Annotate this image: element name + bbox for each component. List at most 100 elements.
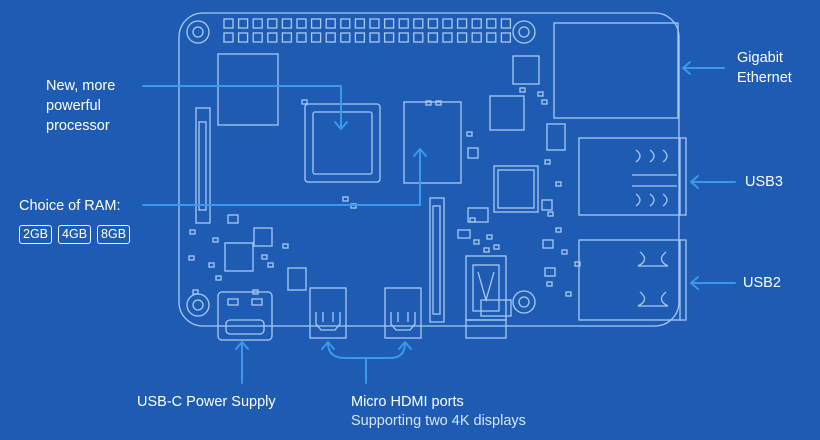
- gpio-pin: [252, 18, 263, 29]
- gpio-pin: [325, 32, 336, 43]
- smd-component: [483, 247, 490, 253]
- gpio-pin: [471, 18, 482, 29]
- gpio-pin: [413, 18, 424, 29]
- gpio-pin: [252, 32, 263, 43]
- smd-component: [519, 87, 526, 93]
- processor-leader: [142, 85, 342, 129]
- hdmi-subtitle: Supporting two 4K displays: [351, 413, 526, 429]
- smd-component: [188, 255, 195, 261]
- ethernet-label: Gigabit Ethernet: [737, 48, 817, 88]
- gpio-pin: [471, 32, 482, 43]
- ram-option-4gb: 4GB: [58, 225, 92, 244]
- ram-option-8gb: 8GB: [97, 225, 131, 244]
- usb3-ports: [578, 137, 687, 216]
- gpio-pin: [456, 18, 468, 29]
- smd-component: [541, 99, 548, 105]
- mounting-holes: [186, 20, 536, 317]
- ram-leader: [142, 149, 421, 206]
- smd-component: [301, 99, 308, 105]
- power-label: USB-C Power Supply: [137, 394, 276, 410]
- gpio-header: [223, 18, 512, 43]
- smd-component: [544, 159, 551, 165]
- smd-component: [342, 196, 349, 202]
- ethernet-label-line: Ethernet: [737, 70, 792, 86]
- smd-component: [215, 275, 222, 281]
- ram-options: 2GB 4GB 8GB: [19, 225, 131, 244]
- smd-component: [267, 262, 274, 268]
- processor-label: New, more powerful processor: [46, 76, 156, 136]
- usb2-ports: [578, 239, 687, 321]
- smd-component: [473, 239, 480, 245]
- smd-component: [493, 244, 500, 250]
- gpio-pin: [296, 32, 307, 43]
- gpio-pin: [500, 18, 512, 29]
- audio-jack: [465, 255, 507, 339]
- smd-component: [189, 229, 196, 235]
- gpio-pin: [223, 32, 234, 43]
- gpio-pin: [354, 32, 366, 43]
- gpio-pin: [310, 32, 322, 43]
- gpio-pin: [398, 18, 409, 29]
- smd-component: [208, 262, 215, 268]
- smd-component: [555, 181, 562, 187]
- gpio-pin: [413, 32, 424, 43]
- smd-component: [466, 131, 473, 137]
- gpio-pin: [486, 18, 497, 29]
- board-outline: [178, 12, 680, 327]
- smd-component: [212, 237, 219, 243]
- micro-hdmi-port-1: [384, 287, 422, 339]
- gpio-pin: [340, 18, 351, 29]
- processor-chip: [304, 103, 381, 183]
- gpio-pin: [223, 18, 234, 29]
- smd-component: [537, 91, 544, 97]
- smd-component: [565, 291, 572, 297]
- smd-component: [469, 217, 476, 223]
- micro-hdmi-port-0: [309, 287, 347, 339]
- gpio-pin: [281, 18, 293, 29]
- gpio-pin: [369, 18, 380, 29]
- gpio-pin: [427, 32, 439, 43]
- gpio-pin: [281, 32, 293, 43]
- gpio-pin: [237, 18, 249, 29]
- gpio-pin: [310, 18, 322, 29]
- hdmi-leader: [327, 342, 406, 384]
- wireless-module: [217, 53, 279, 126]
- gpio-pin: [237, 32, 249, 43]
- gpio-pin: [398, 32, 409, 43]
- smd-component: [486, 234, 493, 240]
- processor-label-line: New, more: [46, 78, 116, 94]
- gpio-pin: [340, 32, 351, 43]
- ram-chip: [403, 101, 462, 184]
- ethernet-label-line: Gigabit: [737, 50, 783, 66]
- gpio-pin: [267, 32, 278, 43]
- smd-component: [425, 100, 432, 106]
- smd-component: [435, 100, 442, 106]
- smd-component: [192, 289, 199, 295]
- gpio-pin: [369, 32, 380, 43]
- ethernet-jack: [553, 22, 679, 119]
- gpio-pin: [325, 18, 336, 29]
- ram-option-2gb: 2GB: [19, 225, 53, 244]
- hdmi-title: Micro HDMI ports: [351, 394, 464, 410]
- gpio-pin: [442, 18, 453, 29]
- gpio-pin: [486, 32, 497, 43]
- smd-component: [261, 254, 268, 260]
- gpio-pin: [354, 18, 366, 29]
- gpio-pin: [267, 18, 278, 29]
- smd-component: [252, 289, 259, 295]
- usb3-label: USB3: [745, 174, 783, 190]
- gpio-pin: [500, 32, 512, 43]
- gpio-pin: [296, 18, 307, 29]
- smd-component: [547, 211, 554, 217]
- usb-c-port: [217, 291, 273, 341]
- smd-component: [561, 249, 568, 255]
- usb2-label: USB2: [743, 275, 781, 291]
- smd-component: [574, 261, 581, 267]
- gpio-pin: [456, 32, 468, 43]
- processor-label-line: powerful: [46, 98, 101, 114]
- processor-label-line: processor: [46, 118, 110, 134]
- gpio-pin: [383, 32, 395, 43]
- smd-component: [282, 243, 289, 249]
